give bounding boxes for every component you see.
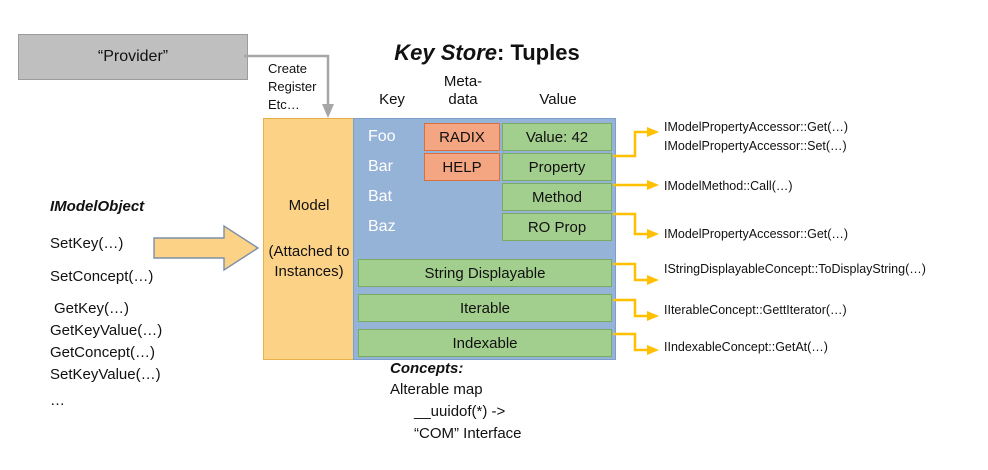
connector-roprop-get	[613, 208, 663, 248]
api-label-property-set: IModelPropertyAccessor::Set(…)	[664, 139, 847, 153]
column-header-metadata-line2: data	[448, 91, 478, 108]
concepts-line-2: __uuidof(*) ->	[414, 403, 506, 420]
value-cell-method: Method	[502, 183, 612, 211]
connector-iterable	[613, 294, 663, 330]
page-title: Key Store: Tuples	[362, 40, 612, 66]
column-header-metadata: Meta- data	[428, 73, 498, 109]
concepts-title: Concepts:	[390, 360, 464, 377]
api-label-method-call: IModelMethod::Call(…)	[664, 179, 793, 193]
connector-string-displayable	[613, 258, 663, 294]
imodelobject-method-setkeyvalue: SetKeyValue(…)	[50, 366, 161, 383]
concepts-line-1: Alterable map	[390, 381, 483, 398]
api-label-string-displayable: IStringDisplayableConcept::ToDisplayStri…	[664, 262, 926, 276]
concept-row-string-displayable: String Displayable	[358, 259, 612, 287]
api-label-roprop-get: IModelPropertyAccessor::Get(…)	[664, 227, 849, 241]
tuple-panel: Foo Bar Bat Baz RADIX HELP Value: 42 Pro…	[353, 118, 616, 360]
provider-box: “Provider”	[18, 34, 248, 80]
concept-row-indexable: Indexable	[358, 329, 612, 357]
api-label-indexable: IIndexableConcept::GetAt(…)	[664, 340, 828, 354]
imodelobject-method-setkey: SetKey(…)	[50, 235, 124, 252]
imodelobject-method-setconcept: SetConcept(…)	[50, 268, 154, 285]
provider-connector-label: Create Register Etc…	[268, 60, 338, 114]
column-header-value: Value	[539, 91, 577, 108]
imodelobject-method-getkeyvalue: GetKeyValue(…)	[50, 322, 163, 339]
key-cell-foo: Foo	[368, 128, 396, 145]
imodelobject-method-getkey: GetKey(…)	[54, 300, 130, 317]
connector-line-2: Register	[268, 79, 317, 94]
column-header-key: Key	[379, 91, 405, 108]
connector-line-1: Create	[268, 61, 308, 76]
connector-indexable	[613, 328, 663, 364]
model-box: Model (Attached to Instances)	[263, 118, 355, 360]
connector-property-accessor	[613, 124, 663, 164]
metadata-cell-help: HELP	[424, 153, 500, 181]
provider-label: “Provider”	[97, 48, 169, 65]
imodelobject-title: IModelObject	[50, 198, 145, 215]
key-cell-bar: Bar	[368, 158, 393, 175]
api-label-iterable: IIterableConcept::GettIterator(…)	[664, 303, 847, 317]
value-cell-value42: Value: 42	[502, 123, 612, 151]
imodelobject-method-getconcept: GetConcept(…)	[50, 344, 156, 361]
concepts-line-3: “COM” Interface	[414, 425, 522, 442]
imodelobject-to-model-arrow	[152, 224, 262, 272]
key-cell-bat: Bat	[368, 188, 393, 205]
model-subtitle-line2: Instances)	[274, 263, 344, 280]
key-cell-baz: Baz	[368, 218, 396, 235]
model-box-title: Model	[288, 197, 330, 214]
connector-line-3: Etc…	[268, 97, 300, 112]
imodelobject-method-ellipsis: …	[50, 392, 65, 409]
api-label-property-get: IModelPropertyAccessor::Get(…)	[664, 120, 849, 134]
model-box-subtitle: (Attached to Instances)	[269, 242, 350, 282]
connector-method-call	[613, 178, 663, 192]
provider-connector-arrow	[244, 46, 352, 122]
model-subtitle-line1: (Attached to	[268, 243, 350, 260]
concept-row-iterable: Iterable	[358, 294, 612, 322]
value-cell-roprop: RO Prop	[502, 213, 612, 241]
metadata-cell-radix: RADIX	[424, 123, 500, 151]
title-rest: : Tuples	[497, 40, 580, 65]
column-header-metadata-line1: Meta-	[443, 73, 483, 90]
value-cell-property: Property	[502, 153, 612, 181]
title-emphasis: Key Store	[394, 40, 497, 65]
